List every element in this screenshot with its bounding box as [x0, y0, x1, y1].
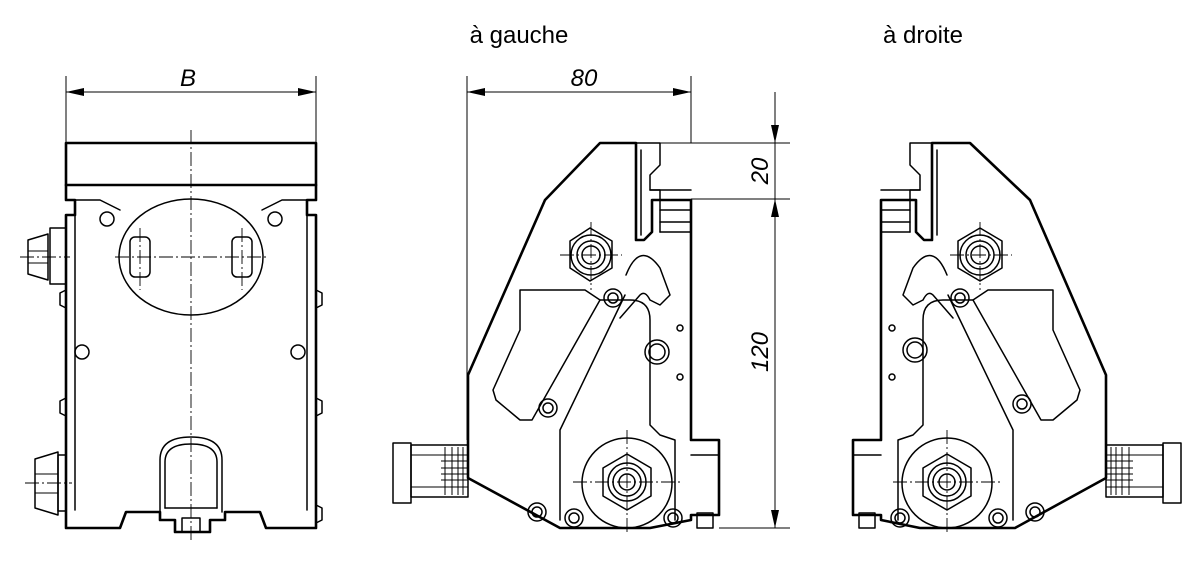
dimension-heights: 20 120 [660, 92, 790, 529]
front-bolt-upper [27, 227, 67, 285]
dim-b-text: B [180, 65, 196, 92]
dim-120-text: 120 [747, 331, 774, 372]
front-bolt-lower [34, 451, 67, 516]
dimension-width-b: B [65, 65, 317, 143]
dimension-depth-80: 80 [466, 65, 692, 440]
left-hand-view: 80 [392, 65, 721, 535]
dim-20-text: 20 [747, 157, 774, 185]
dim-80-text: 80 [571, 65, 598, 92]
front-view: B [20, 65, 323, 540]
label-left-view: à gauche [470, 22, 569, 49]
left-thread-knob [392, 442, 469, 504]
right-hand-view [851, 141, 1182, 535]
right-thread-knob [1105, 442, 1182, 504]
label-right-view: à droite [883, 22, 963, 49]
